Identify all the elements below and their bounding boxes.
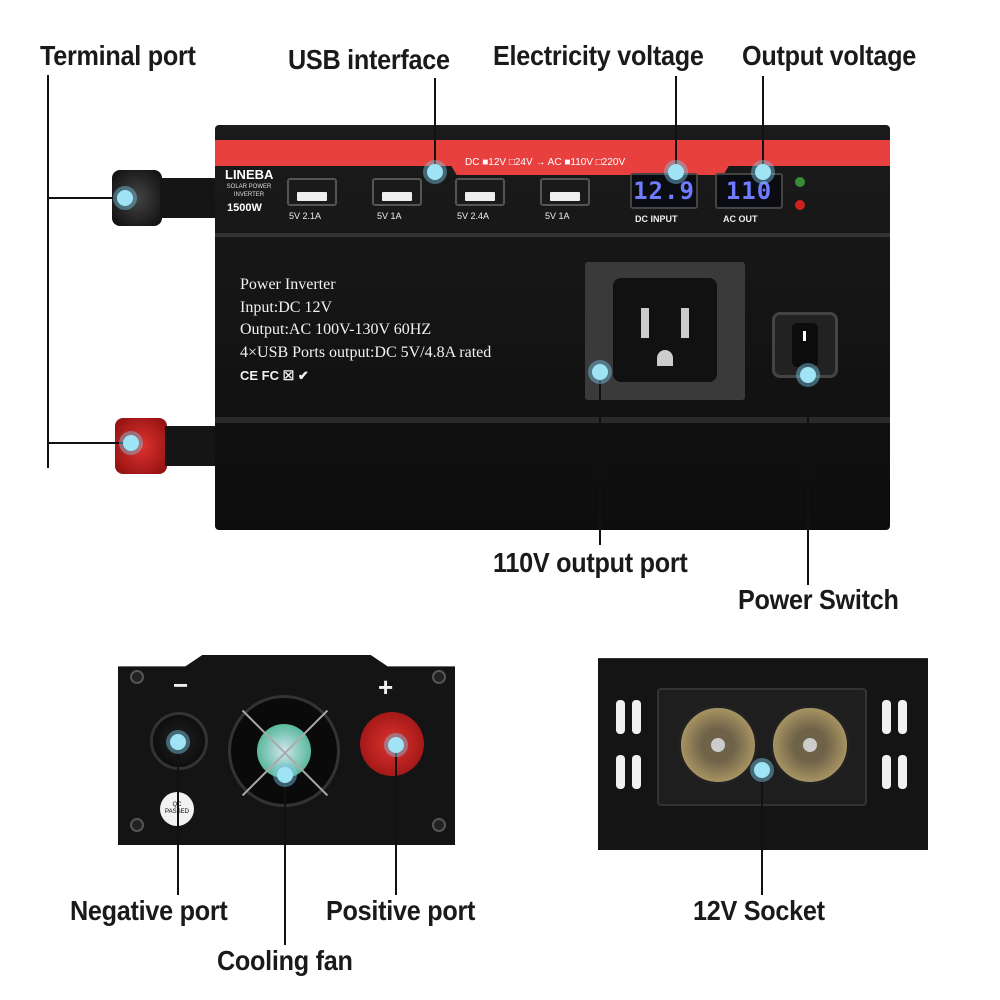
vent-slot	[898, 755, 907, 789]
marker-dot	[388, 737, 404, 753]
vent-slot	[882, 700, 891, 734]
screw	[432, 670, 446, 684]
certification-marks: CE FC ☒ ✔	[240, 368, 309, 383]
label-usb-interface: USB interface	[288, 44, 450, 75]
vent-slot	[632, 700, 641, 734]
vent-slot	[632, 755, 641, 789]
minus-sign: −	[173, 670, 189, 700]
wattage: 1500W	[227, 202, 262, 214]
leader-line	[675, 76, 677, 172]
brand-subtitle: SOLAR POWER INVERTER	[226, 184, 272, 198]
vent-slot	[882, 755, 891, 789]
marker-dot	[754, 762, 770, 778]
marker-dot	[755, 164, 771, 180]
12v-socket-right[interactable]	[770, 705, 850, 785]
label-negative-port: Negative port	[70, 895, 228, 926]
dc-input-display: 12.9	[630, 173, 698, 209]
red-led	[795, 200, 805, 210]
dc-input-label: DC INPUT	[635, 214, 678, 224]
leader-line	[284, 775, 286, 945]
marker-dot	[123, 435, 139, 451]
vent-slot	[898, 700, 907, 734]
mode-strip: DC ■12V □24V → AC ■110V □220V	[465, 157, 626, 168]
vent-slot	[616, 755, 625, 789]
vent-slot	[616, 700, 625, 734]
ac-out-display: 110	[715, 173, 783, 209]
marker-dot	[800, 367, 816, 383]
leader-line	[807, 375, 809, 585]
screw	[130, 670, 144, 684]
leader-line	[434, 78, 436, 172]
leader-line	[47, 442, 129, 444]
plus-sign: +	[378, 672, 394, 702]
spec-line-4: 4×USB Ports output:DC 5V/4.8A rated	[240, 344, 492, 361]
marker-dot	[117, 190, 133, 206]
leader-line	[761, 770, 763, 895]
usb-port-1	[287, 178, 337, 206]
usb-port-1-label: 5V 2.1A	[289, 211, 322, 221]
label-cooling-fan: Cooling fan	[217, 945, 353, 976]
marker-dot	[592, 364, 608, 380]
label-terminal-port: Terminal port	[40, 40, 196, 71]
ac-outlet[interactable]	[585, 262, 745, 400]
marker-dot	[277, 767, 293, 783]
label-output-voltage: Output voltage	[742, 40, 917, 71]
usb-port-4	[540, 178, 590, 206]
usb-port-4-label: 5V 1A	[545, 211, 570, 221]
leader-line	[762, 76, 764, 172]
12v-socket-left[interactable]	[678, 705, 758, 785]
ac-out-label: AC OUT	[723, 214, 758, 224]
leader-line	[177, 742, 179, 895]
usb-port-3	[455, 178, 505, 206]
spec-line-2: Input:DC 12V	[240, 299, 332, 316]
marker-dot	[427, 164, 443, 180]
screw	[432, 818, 446, 832]
marker-dot	[668, 164, 684, 180]
usb-port-2	[372, 178, 422, 206]
usb-port-3-label: 5V 2.4A	[457, 211, 490, 221]
label-electricity-voltage: Electricity voltage	[493, 40, 704, 71]
brand-logo: LINEBA	[225, 167, 274, 182]
leader-line	[395, 745, 397, 895]
label-110v-output-port: 110V output port	[493, 547, 688, 578]
leader-line	[599, 372, 601, 545]
label-12v-socket: 12V Socket	[693, 895, 825, 926]
leader-line	[47, 75, 49, 468]
spec-line-3: Output:AC 100V-130V 60HZ	[240, 321, 432, 338]
usb-port-2-label: 5V 1A	[377, 211, 402, 221]
label-positive-port: Positive port	[326, 895, 476, 926]
screw	[130, 818, 144, 832]
label-power-switch: Power Switch	[738, 584, 899, 615]
leader-line	[47, 197, 125, 199]
green-led	[795, 177, 805, 187]
marker-dot	[170, 734, 186, 750]
spec-line-1: Power Inverter	[240, 276, 336, 293]
